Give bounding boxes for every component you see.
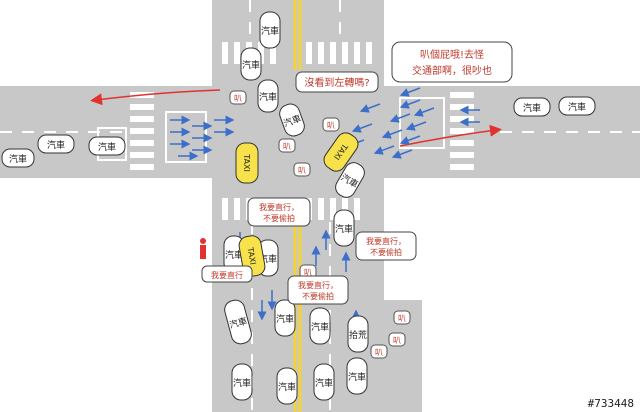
taxi-2: TAXI [323,132,359,172]
scooter-swarm-bottom [235,229,361,330]
car-mid-1: 汽車 [335,162,365,198]
svg-text:TAXI: TAXI [245,246,257,266]
svg-text:叭: 叭 [398,314,406,323]
svg-text:叭: 叭 [298,166,306,175]
car-low-6: 汽車 [313,363,335,401]
car-low-5: 汽車 [276,367,298,405]
svg-text:TAXI: TAXI [242,153,251,172]
svg-text:汽車: 汽車 [278,381,296,393]
red-pedestrian [200,238,206,259]
taxi-1: TAXI [235,142,259,184]
bubble-horn: 叭個屁哦!去怪 交通部啊，很吵也 [391,41,513,83]
watermark: #733448 [587,397,634,410]
car-top-1: 汽車 [259,11,281,49]
svg-text:汽車: 汽車 [276,313,294,325]
svg-text:我要直行，: 我要直行， [259,202,299,212]
car-low-1: 汽車 [224,299,252,345]
svg-text:汽車: 汽車 [259,91,277,103]
car-low-4: 汽車 [231,363,253,401]
svg-text:汽車: 汽車 [335,223,353,235]
svg-text:叭個屁哦!去怪: 叭個屁哦!去怪 [420,48,484,61]
svg-text:汽車: 汽車 [311,321,329,333]
car-left-3: 汽車 [1,148,35,168]
car-right-1: 汽車 [513,97,551,117]
svg-text:汽車: 汽車 [98,141,116,153]
svg-text:汽車: 汽車 [348,371,366,383]
svg-text:汽車: 汽車 [568,101,586,113]
car-low-7: 汽車 [346,357,368,395]
red-arrow-right [399,124,502,147]
svg-text:沒看到左轉嗎?: 沒看到左轉嗎? [304,76,369,89]
red-arrow-left [90,89,221,106]
svg-text:汽車: 汽車 [233,377,251,389]
car-top-4: 汽車 [279,103,305,137]
svg-text:叭: 叭 [327,121,335,130]
svg-text:汽車: 汽車 [315,377,333,389]
svg-text:汽車: 汽車 [242,59,260,71]
svg-text:我要直行，: 我要直行， [366,236,406,246]
svg-text:汽車: 汽車 [523,102,541,114]
svg-text:汽車: 汽車 [47,139,65,151]
car-left-1: 汽車 [37,134,75,154]
car-mid-2: 汽車 [333,209,355,247]
svg-text:我要直行，: 我要直行， [298,280,338,290]
bubble-straight-4: 我要直行， 不要偷拍 [287,275,349,305]
svg-text:汽車: 汽車 [225,249,243,261]
car-label: 汽車 [261,25,279,37]
car-top-2: 汽車 [240,47,262,81]
bubble-straight-1: 我要直行， 不要偷拍 [247,197,311,227]
svg-text:叭: 叭 [304,268,312,277]
svg-text:我要直行: 我要直行 [211,270,243,280]
crosswalk-top [222,42,372,64]
bubble-straight-3: 我要直行 [201,265,253,283]
car-top-3: 汽車 [257,79,279,113]
svg-text:叭: 叭 [283,142,291,151]
svg-text:叭: 叭 [234,94,242,103]
vehicles: 汽車 汽車 汽車 汽車 汽車 汽車 汽車 汽車 [1,11,596,405]
car-left-2: 汽車 [88,136,126,156]
svg-text:叭: 叭 [393,336,401,345]
svg-text:汽車: 汽車 [9,153,27,165]
scooter-swarm-left [170,115,235,161]
bubble-straight-2: 我要直行， 不要偷拍 [355,231,417,261]
svg-text:不要偷拍: 不要偷拍 [370,247,402,257]
svg-text:拾荒: 拾荒 [349,329,367,341]
svg-text:不要偷拍: 不要偷拍 [263,213,295,223]
car-low-3: 汽車 [309,307,331,345]
pickup-truck: 拾荒 [347,315,369,353]
svg-text:不要偷拍: 不要偷拍 [302,291,334,301]
svg-text:叭: 叭 [375,348,383,357]
bubble-left-turn: 沒看到左轉嗎? [295,71,379,93]
horn-bubbles: 叭 叭 叭 叭 叭 叭 叭 叭 [229,90,411,359]
svg-text:交通部啊，很吵也: 交通部啊，很吵也 [412,64,492,77]
car-right-2: 汽車 [558,96,596,116]
car-low-2: 汽車 [274,299,296,337]
